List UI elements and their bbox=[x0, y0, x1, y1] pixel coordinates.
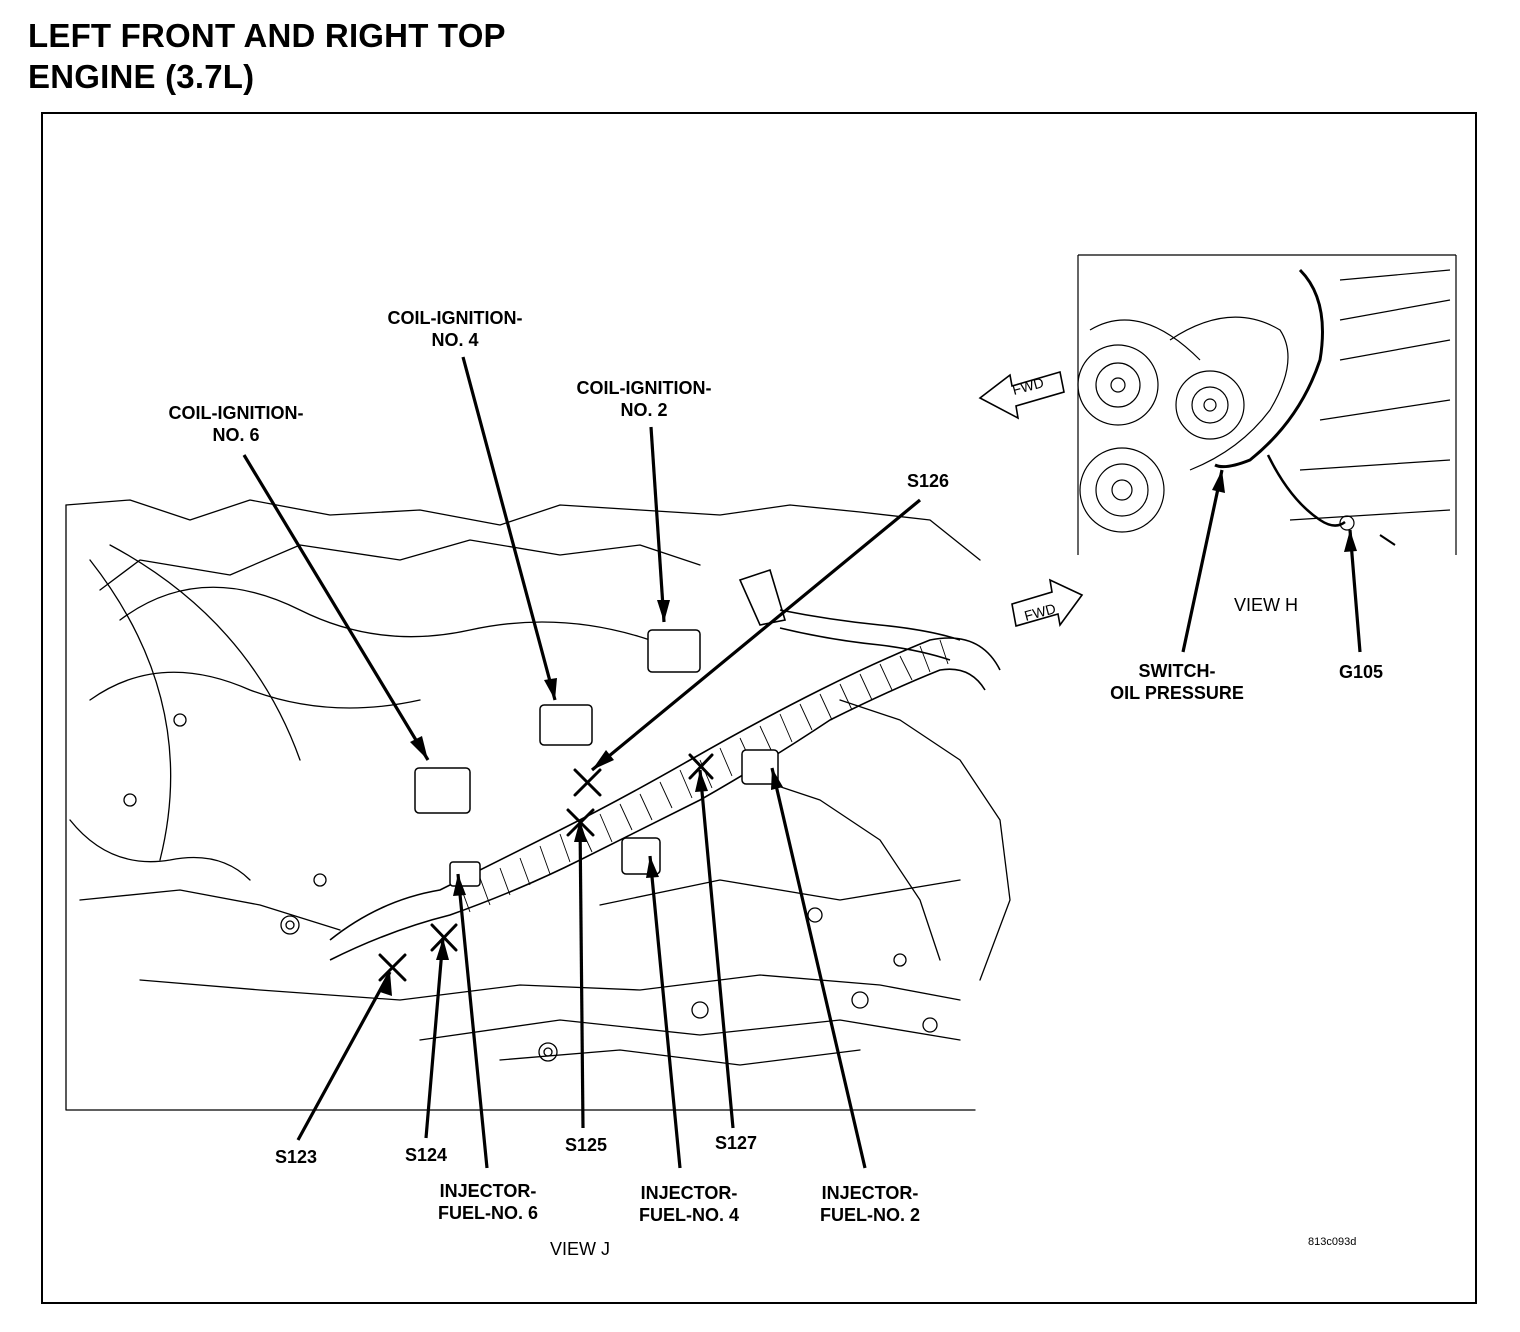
label-s123: S123 bbox=[274, 1147, 318, 1167]
label-g105: G105 bbox=[1338, 662, 1384, 682]
coil-no6-connector bbox=[414, 767, 471, 814]
leader-injector-no4 bbox=[648, 855, 682, 1169]
injector-no6-connector bbox=[449, 861, 481, 887]
injector-no2-connector bbox=[741, 749, 779, 785]
connector-shapes bbox=[414, 629, 779, 887]
leader-coil-no2 bbox=[649, 426, 666, 623]
coil-no4-connector bbox=[539, 704, 593, 746]
leader-s125 bbox=[578, 819, 585, 1129]
page-title-line-1: LEFT FRONT AND RIGHT TOP bbox=[28, 17, 506, 54]
label-s127: S127 bbox=[714, 1133, 758, 1153]
leader-switch-oil bbox=[1181, 469, 1224, 653]
leader-arrowheads bbox=[380, 470, 1357, 996]
leader-injector-no6 bbox=[456, 873, 489, 1169]
coil-no2-connector bbox=[647, 629, 701, 673]
fwd-arrow-icon bbox=[978, 370, 1084, 628]
label-s125: S125 bbox=[564, 1135, 608, 1155]
figure-code: 813c093d bbox=[1308, 1236, 1357, 1248]
leader-coil-no4 bbox=[461, 356, 557, 701]
leader-s124 bbox=[424, 937, 445, 1139]
leader-coil-no6 bbox=[242, 454, 430, 761]
harness-ribs bbox=[459, 639, 949, 913]
label-s126: S126 bbox=[906, 471, 950, 491]
label-coil-ignition-no2: COIL-IGNITION- NO. 2 bbox=[576, 378, 712, 420]
view-j-caption: VIEW J bbox=[549, 1239, 611, 1259]
splice-x-icon bbox=[378, 753, 714, 982]
label-injector-fuel-no4: INJECTOR- FUEL-NO. 4 bbox=[638, 1183, 740, 1225]
view-h-inset-drawing bbox=[1077, 254, 1457, 555]
label-injector-fuel-no6: INJECTOR- FUEL-NO. 6 bbox=[437, 1181, 539, 1223]
label-s124: S124 bbox=[404, 1145, 448, 1165]
label-switch-oil-pressure: SWITCH- OIL PRESSURE bbox=[1110, 661, 1244, 703]
view-h-caption: VIEW H bbox=[1233, 595, 1299, 615]
leader-lines bbox=[242, 356, 1362, 1169]
diagram-frame bbox=[41, 112, 1477, 1304]
leader-s123 bbox=[296, 971, 392, 1141]
wiring-harness bbox=[329, 568, 1001, 961]
label-injector-fuel-no2: INJECTOR- FUEL-NO. 2 bbox=[819, 1183, 921, 1225]
page-title-line-2: ENGINE (3.7L) bbox=[28, 58, 255, 95]
leader-s127 bbox=[698, 769, 735, 1129]
leader-injector-no2 bbox=[770, 767, 867, 1169]
label-coil-ignition-no4: COIL-IGNITION- NO. 4 bbox=[387, 308, 523, 350]
engine-block-drawing bbox=[65, 499, 1011, 1111]
leader-s126 bbox=[590, 498, 922, 772]
label-coil-ignition-no6: COIL-IGNITION- NO. 6 bbox=[168, 403, 304, 445]
